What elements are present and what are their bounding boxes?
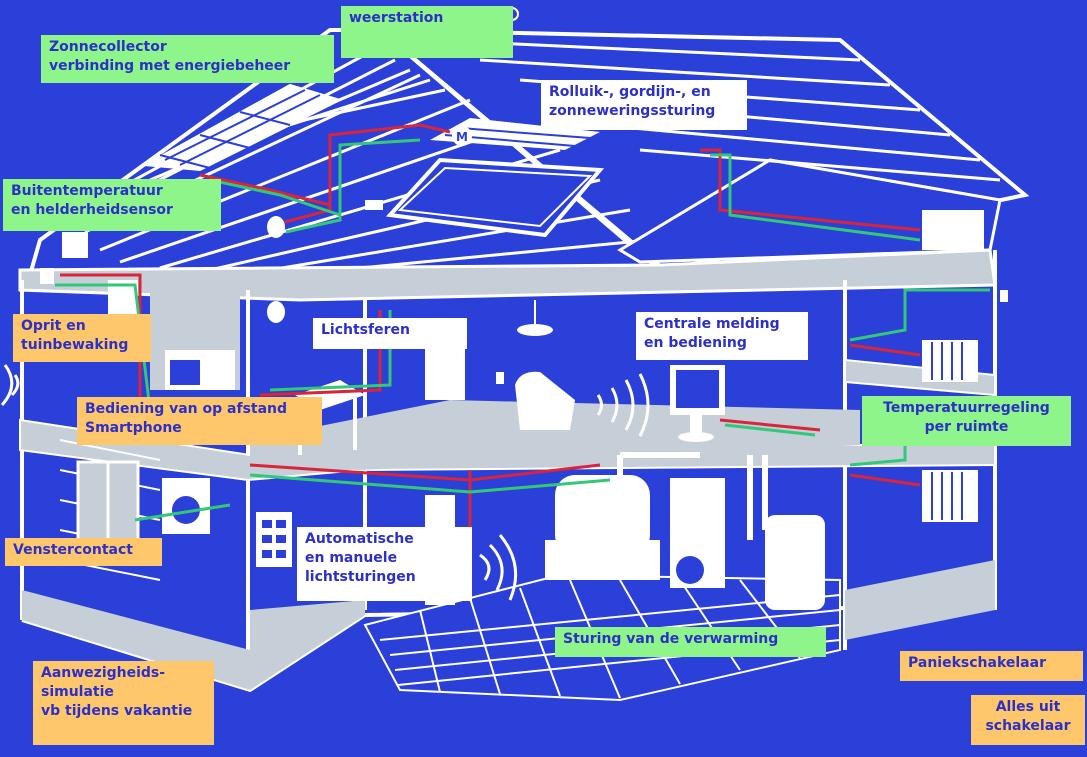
label-bediening-afstand: Bediening van op afstand Smartphone (77, 397, 322, 445)
label-oprit: Oprit en tuinbewaking (13, 314, 151, 362)
label-automatische-lichtsturingen: Automatische en manuele lichtsturingen (297, 527, 472, 601)
sensors (40, 200, 1008, 384)
switch-panel (256, 512, 292, 567)
living-room-floor (250, 400, 860, 470)
label-paniekschakelaar: Paniekschakelaar (900, 651, 1083, 681)
radiator-upper (922, 340, 978, 382)
label-zonnecollector: Zonnecollector verbinding met energiebeh… (41, 35, 334, 83)
attic-unit (922, 210, 984, 250)
label-venstercontact: Venstercontact (5, 538, 162, 566)
window (76, 460, 140, 544)
label-rolluik: Rolluik-, gordijn-, en zonneweringssturi… (541, 80, 747, 130)
signal-waves (0, 364, 650, 601)
skylight (385, 118, 605, 238)
label-buitentemperatuur: Buitentemperatuur en helderheidsensor (3, 179, 221, 231)
ceiling-lamp (517, 300, 553, 336)
central-unit (670, 365, 725, 442)
wiring-green (55, 138, 990, 522)
washing-machine (162, 478, 210, 534)
boiler (545, 452, 825, 610)
label-centrale-melding: Centrale melding en bediening (636, 312, 808, 360)
label-sturing-verwarming: Sturing van de verwarming (555, 627, 826, 657)
motor-icon: M (452, 126, 472, 146)
radiator-lower (922, 470, 978, 522)
armchair (515, 371, 575, 430)
label-aanwezigheidssimulatie: Aanwezigheids- simulatie vb tijdens vaka… (33, 661, 214, 745)
label-alles-uit: Alles uit schakelaar (971, 695, 1085, 745)
label-temperatuurregeling: Temperatuurregeling per ruimte (862, 396, 1071, 446)
label-lichtsferen: Lichtsferen (313, 318, 467, 349)
svg-text:M: M (456, 130, 468, 144)
label-weerstation: weerstation (341, 6, 513, 58)
solar-collector (141, 83, 343, 172)
